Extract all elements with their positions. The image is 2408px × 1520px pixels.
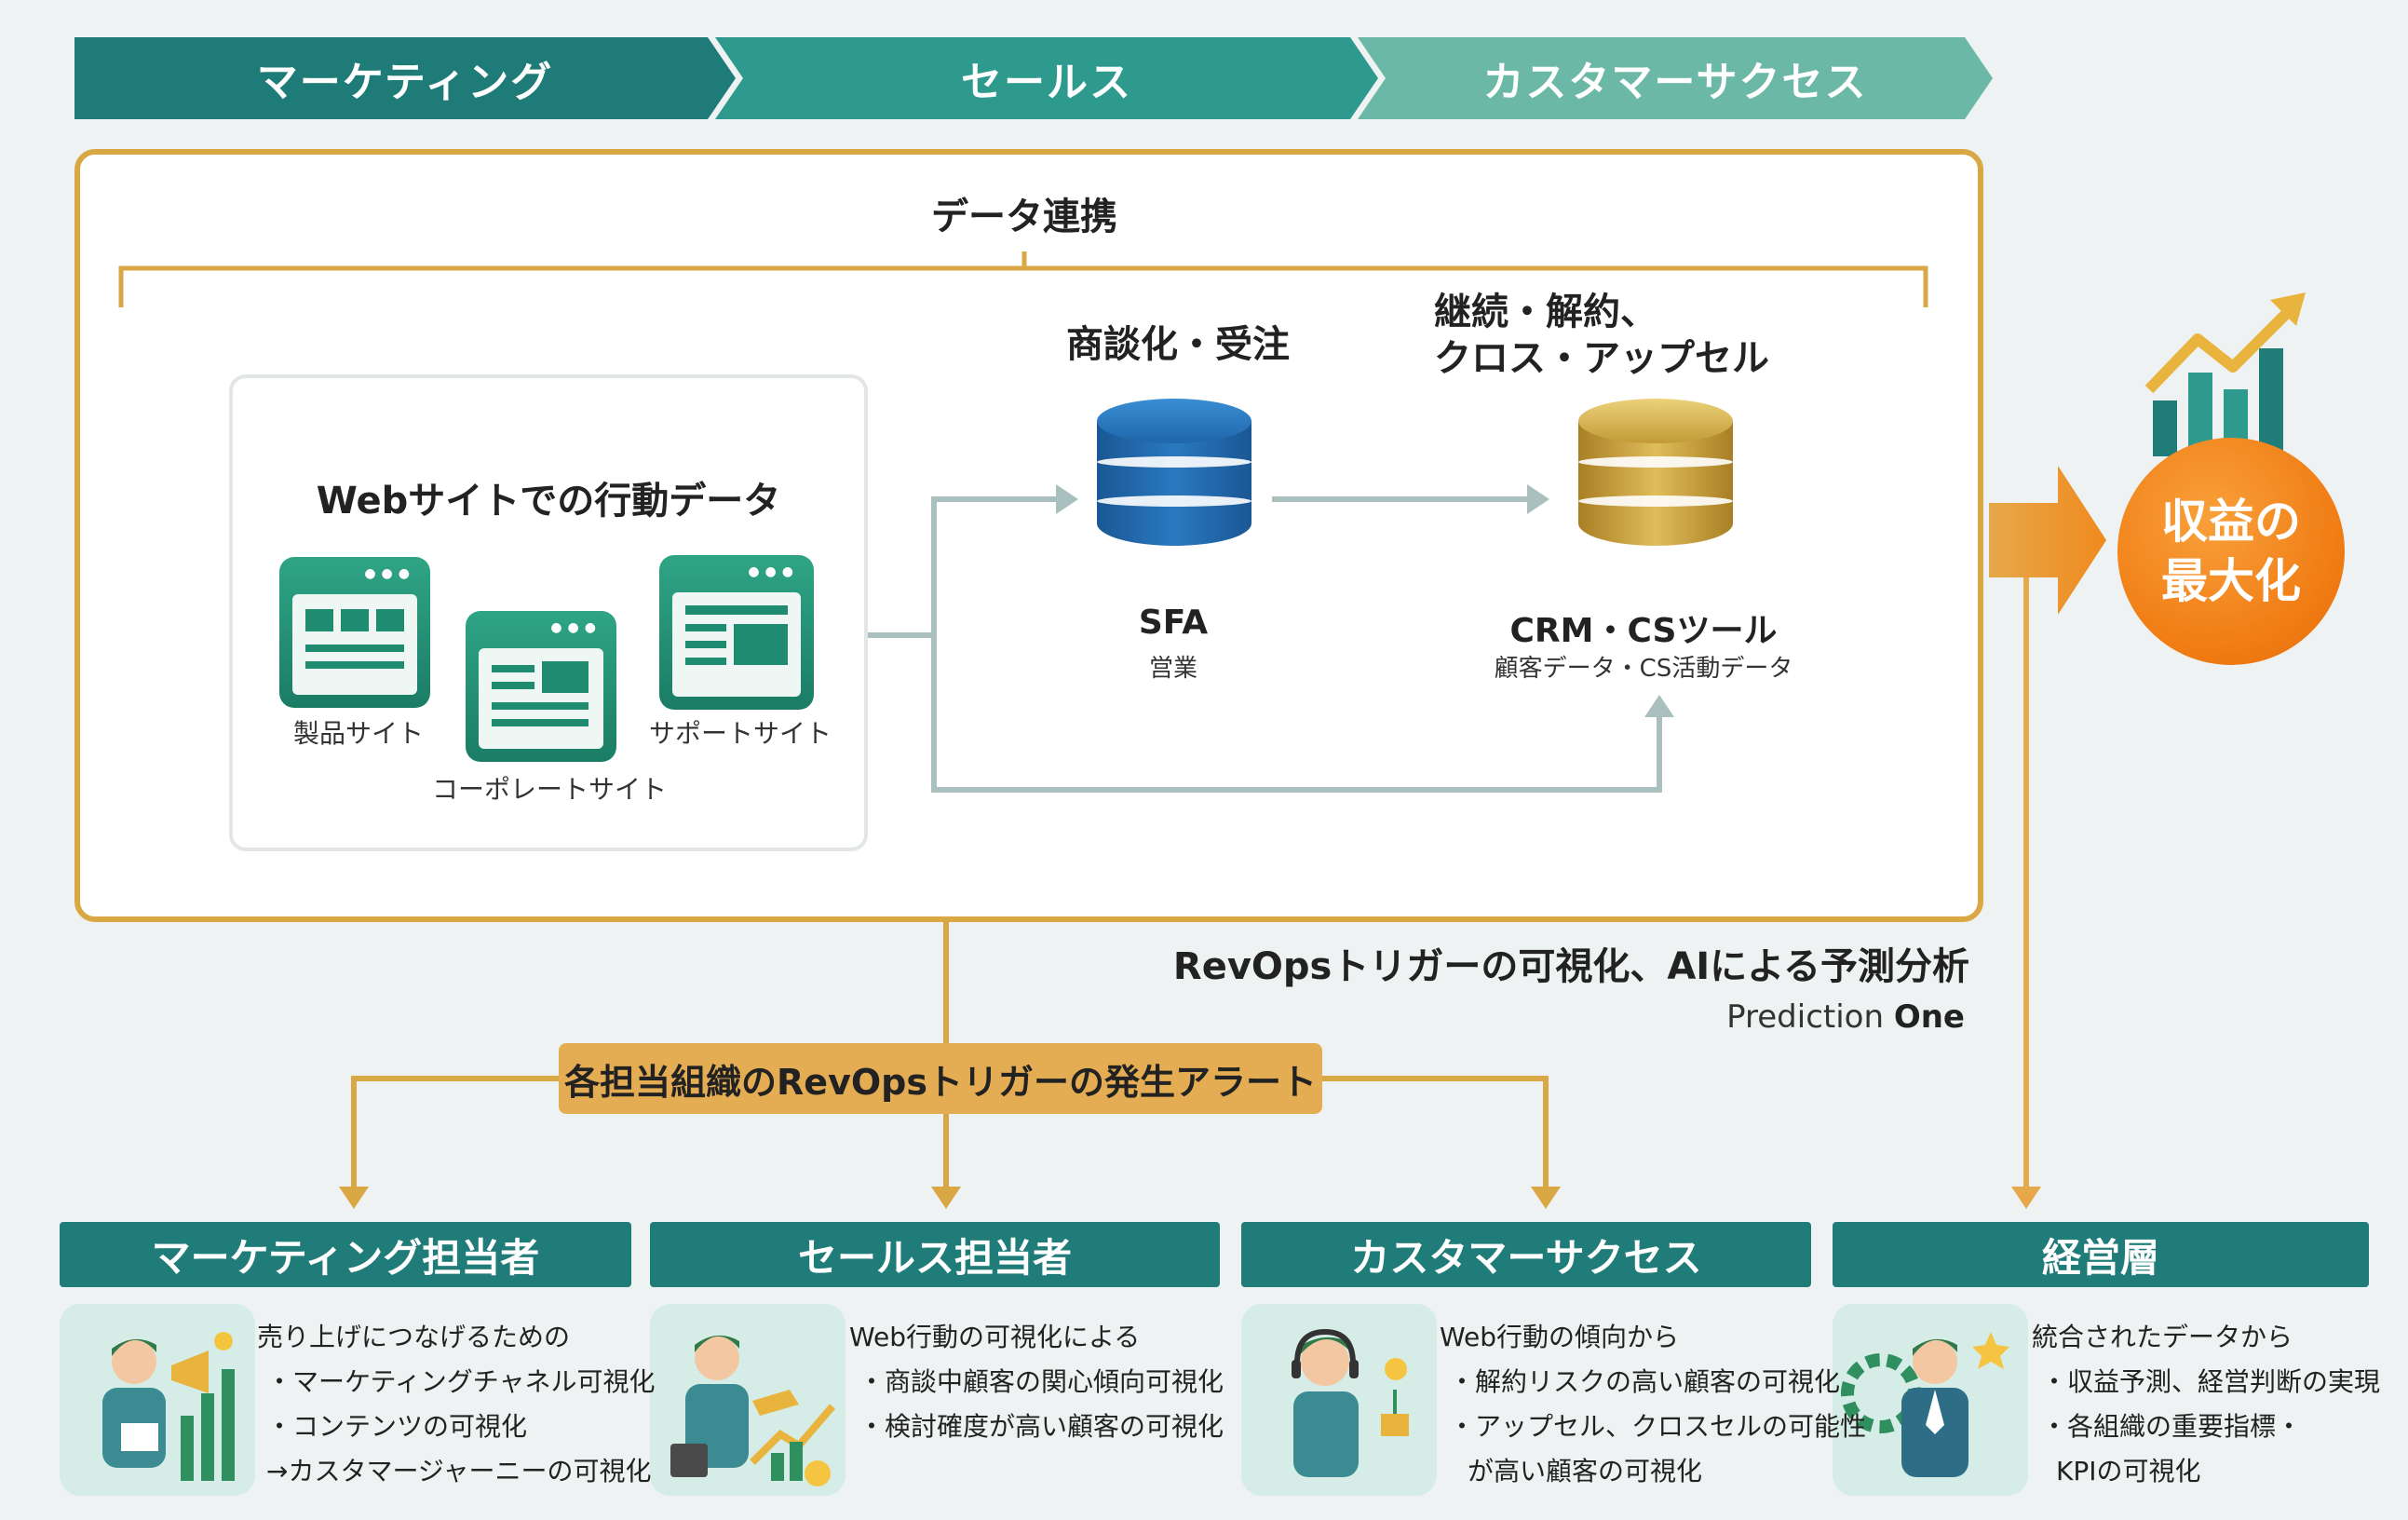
- stage-sales-label: セールス: [961, 59, 1132, 106]
- marketing-line-2: ・マーケティングチャネル可視化: [266, 1366, 656, 1397]
- stage-cs-label: カスタマーサクセス: [1482, 59, 1868, 106]
- product-site-icon: ●●●: [279, 557, 430, 708]
- web-behavior-title: Webサイトでの行動データ: [316, 480, 781, 522]
- stage-marketing-label: マーケティング: [256, 59, 554, 106]
- management-line-3: ・各組織の重要指標・: [2041, 1411, 2303, 1442]
- role-title-sales: セールス担当者: [797, 1234, 1072, 1281]
- prediction-one-caption: Prediction One: [1527, 998, 1965, 1036]
- stage-marketing: マーケティング: [74, 37, 736, 119]
- marketing-line-1: 売り上げにつなげるための: [257, 1322, 571, 1352]
- management-person-illustration: [1833, 1304, 2028, 1496]
- cs-line-3: ・アップセル、クロスセルの可能性: [1449, 1411, 1867, 1442]
- management-arrowhead: [2011, 1187, 2041, 1209]
- management-line-4: KPIの可視化: [2056, 1456, 2201, 1486]
- growth-chart-icon: [2144, 292, 2306, 456]
- cs-description: Web行動の傾向から ・解約リスクの高い顧客の可視化 ・アップセル、クロスセルの…: [1440, 1315, 1866, 1494]
- alert-to-marketing-line: [351, 1076, 559, 1190]
- revops-alert-box: 各担当組織のRevOpsトリガーの発生アラート: [559, 1043, 1322, 1114]
- sfa-database-icon: [1097, 399, 1251, 568]
- marketing-description: 売り上げにつなげるための ・マーケティングチャネル可視化 ・コンテンツの可視化 …: [257, 1315, 655, 1494]
- sales-person-illustration: [650, 1304, 846, 1496]
- cs-arrowhead: [1531, 1187, 1561, 1209]
- role-title-marketing: マーケティング担当者: [151, 1234, 540, 1281]
- marketing-person-illustration: [60, 1304, 255, 1496]
- crm-stage-title-line-2: クロス・アップセル: [1434, 337, 1769, 380]
- role-title-cs: カスタマーサクセス: [1350, 1234, 1702, 1281]
- cs-line-4: が高い顧客の可視化: [1468, 1456, 1703, 1486]
- prediction-bold: One: [1893, 998, 1965, 1036]
- crm-up-arrowhead: [1644, 695, 1674, 717]
- role-header-marketing: マーケティング担当者: [60, 1222, 631, 1287]
- web-to-crm-connector: [931, 635, 1662, 793]
- revenue-line-2: 最大化: [2161, 554, 2301, 608]
- alert-to-cs-line: [1322, 1076, 1549, 1190]
- prediction-prefix: Prediction: [1726, 998, 1885, 1036]
- crm-stage-title: 継続・解約、 クロス・アップセル: [1434, 289, 1918, 382]
- role-header-management: 経営層: [1833, 1222, 2369, 1287]
- web-to-sfa-connector: [931, 496, 1062, 635]
- stage-sales: セールス: [715, 37, 1378, 119]
- sales-arrowhead: [931, 1187, 961, 1209]
- revenue-line-1: 収益の: [2161, 495, 2301, 549]
- cs-line-2: ・解約リスクの高い顧客の可視化: [1449, 1366, 1841, 1397]
- marketing-line-4: →カスタマージャーニーの可視化: [266, 1456, 652, 1486]
- revops-caption: RevOpsトリガーの可視化、AIによる予測分析: [1172, 945, 1969, 988]
- crm-database-icon: [1578, 399, 1733, 568]
- role-header-sales: セールス担当者: [650, 1222, 1220, 1287]
- role-header-cs: カスタマーサクセス: [1241, 1222, 1811, 1287]
- support-site-label: サポートサイト: [648, 718, 832, 749]
- sales-line-2: ・商談中顧客の関心傾向可視化: [859, 1366, 1224, 1397]
- corporate-site-icon: ●●●: [466, 611, 616, 762]
- sfa-subtitle: 営業: [1148, 655, 1197, 683]
- sfa-arrowhead: [1056, 484, 1078, 514]
- stage-customer-success: カスタマーサクセス: [1358, 37, 1993, 119]
- sales-line-3: ・検討確度が高い顧客の可視化: [859, 1411, 1224, 1442]
- management-description: 統合されたデータから ・収益予測、経営判断の実現 ・各組織の重要指標・ KPIの…: [2032, 1315, 2380, 1494]
- crm-arrowhead: [1527, 484, 1549, 514]
- corporate-site-label: コーポレートサイト: [431, 774, 667, 805]
- crm-stage-title-line-1: 継続・解約、: [1434, 291, 1657, 333]
- management-line-1: 統合されたデータから: [2032, 1322, 2293, 1352]
- crm-subtitle: 顧客データ・CS活動データ: [1494, 655, 1793, 683]
- sales-description: Web行動の可視化による ・商談中顧客の関心傾向可視化 ・検討確度が高い顧客の可…: [849, 1315, 1224, 1449]
- revops-alert-label: 各担当組織のRevOpsトリガーの発生アラート: [564, 1061, 1317, 1103]
- cs-person-illustration: [1241, 1304, 1437, 1496]
- sfa-stage-title: 商談化・受注: [1066, 323, 1290, 366]
- sales-line-1: Web行動の可視化による: [849, 1322, 1141, 1352]
- revenue-arrow: [1989, 466, 2106, 615]
- cs-line-1: Web行動の傾向から: [1440, 1322, 1680, 1352]
- product-site-label: 製品サイト: [292, 718, 424, 749]
- marketing-line-3: ・コンテンツの可視化: [266, 1411, 528, 1442]
- data-link-title: データ連携: [931, 196, 1117, 238]
- management-line-2: ・収益予測、経営判断の実現: [2041, 1366, 2381, 1397]
- sfa-name: SFA: [1138, 604, 1209, 642]
- support-site-icon: ●●●: [659, 555, 814, 710]
- revenue-maximization-circle: 収益の 最大化: [2117, 438, 2345, 665]
- marketing-arrowhead: [339, 1187, 369, 1209]
- role-title-management: 経営層: [2041, 1234, 2159, 1281]
- crm-name: CRM・CSツール: [1509, 612, 1778, 650]
